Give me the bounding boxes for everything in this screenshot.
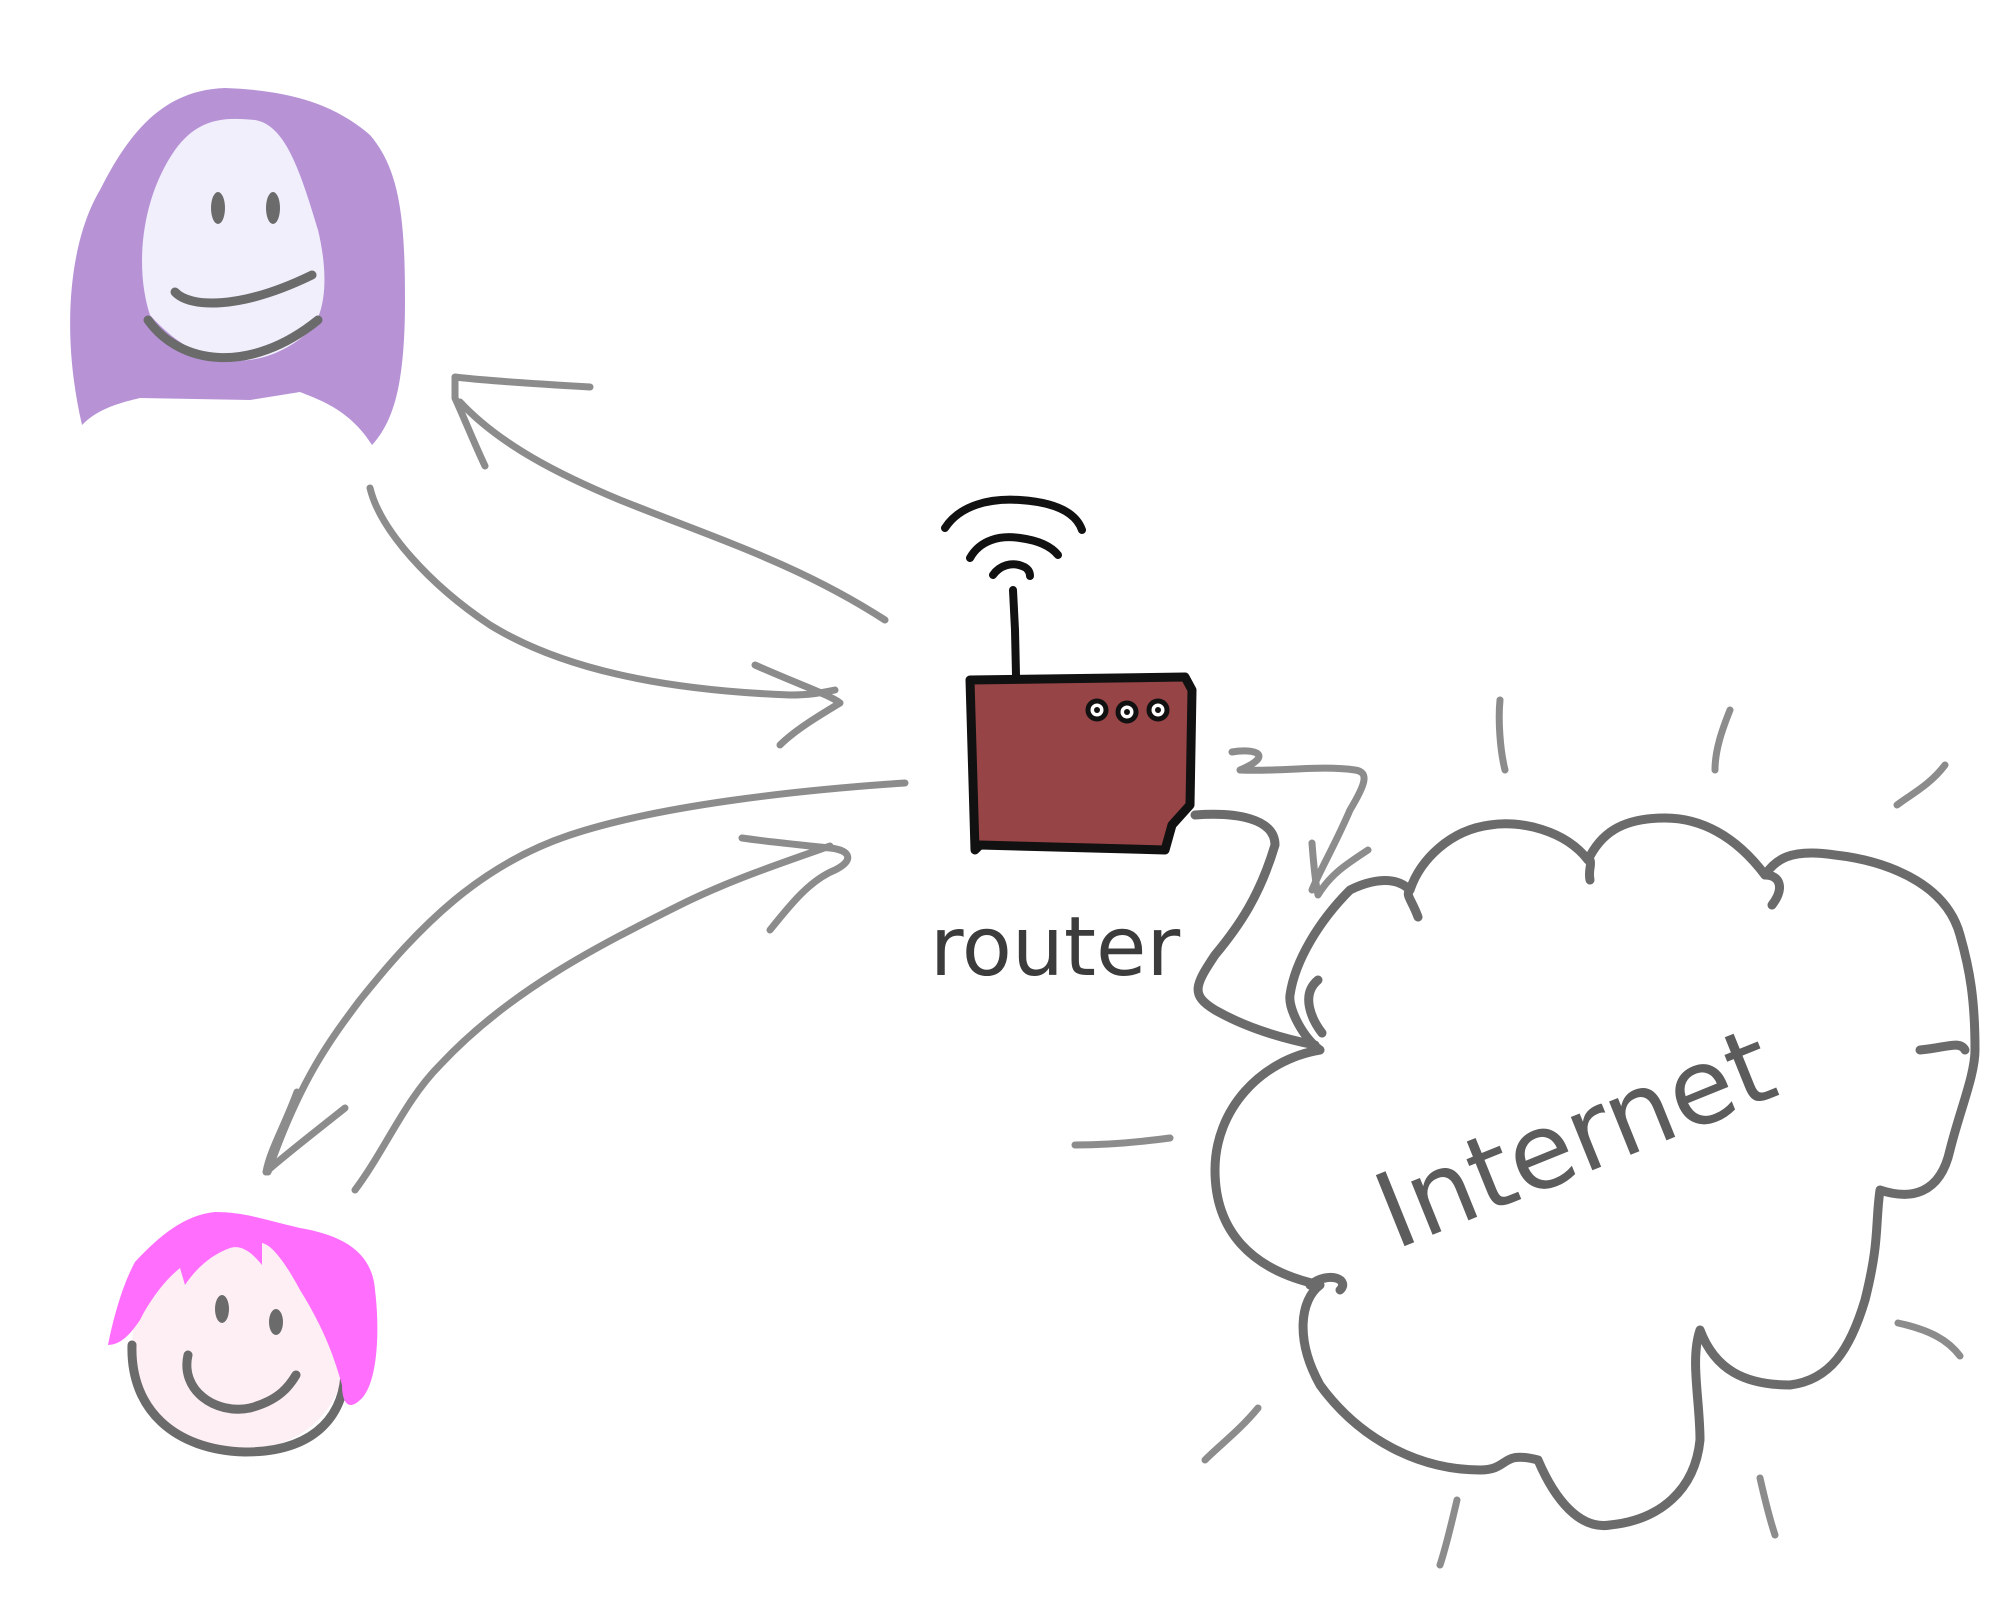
person-bottom-icon [108, 1212, 378, 1457]
router-internet-arrows [1190, 747, 1372, 1050]
router-body [965, 672, 1197, 855]
person-bottom-face [132, 1240, 346, 1450]
internet-label: Internet [1359, 1004, 1791, 1273]
router-icon: router [930, 495, 1197, 995]
wifi-signal-icon [941, 495, 1086, 580]
cloud-rays [1071, 696, 1964, 1569]
person-top-icon [70, 88, 405, 445]
connection-arrows [262, 373, 909, 1194]
router-label: router [930, 900, 1181, 995]
person-bottom-hair [108, 1212, 378, 1405]
cloud-icon: Internet [1210, 813, 1980, 1531]
